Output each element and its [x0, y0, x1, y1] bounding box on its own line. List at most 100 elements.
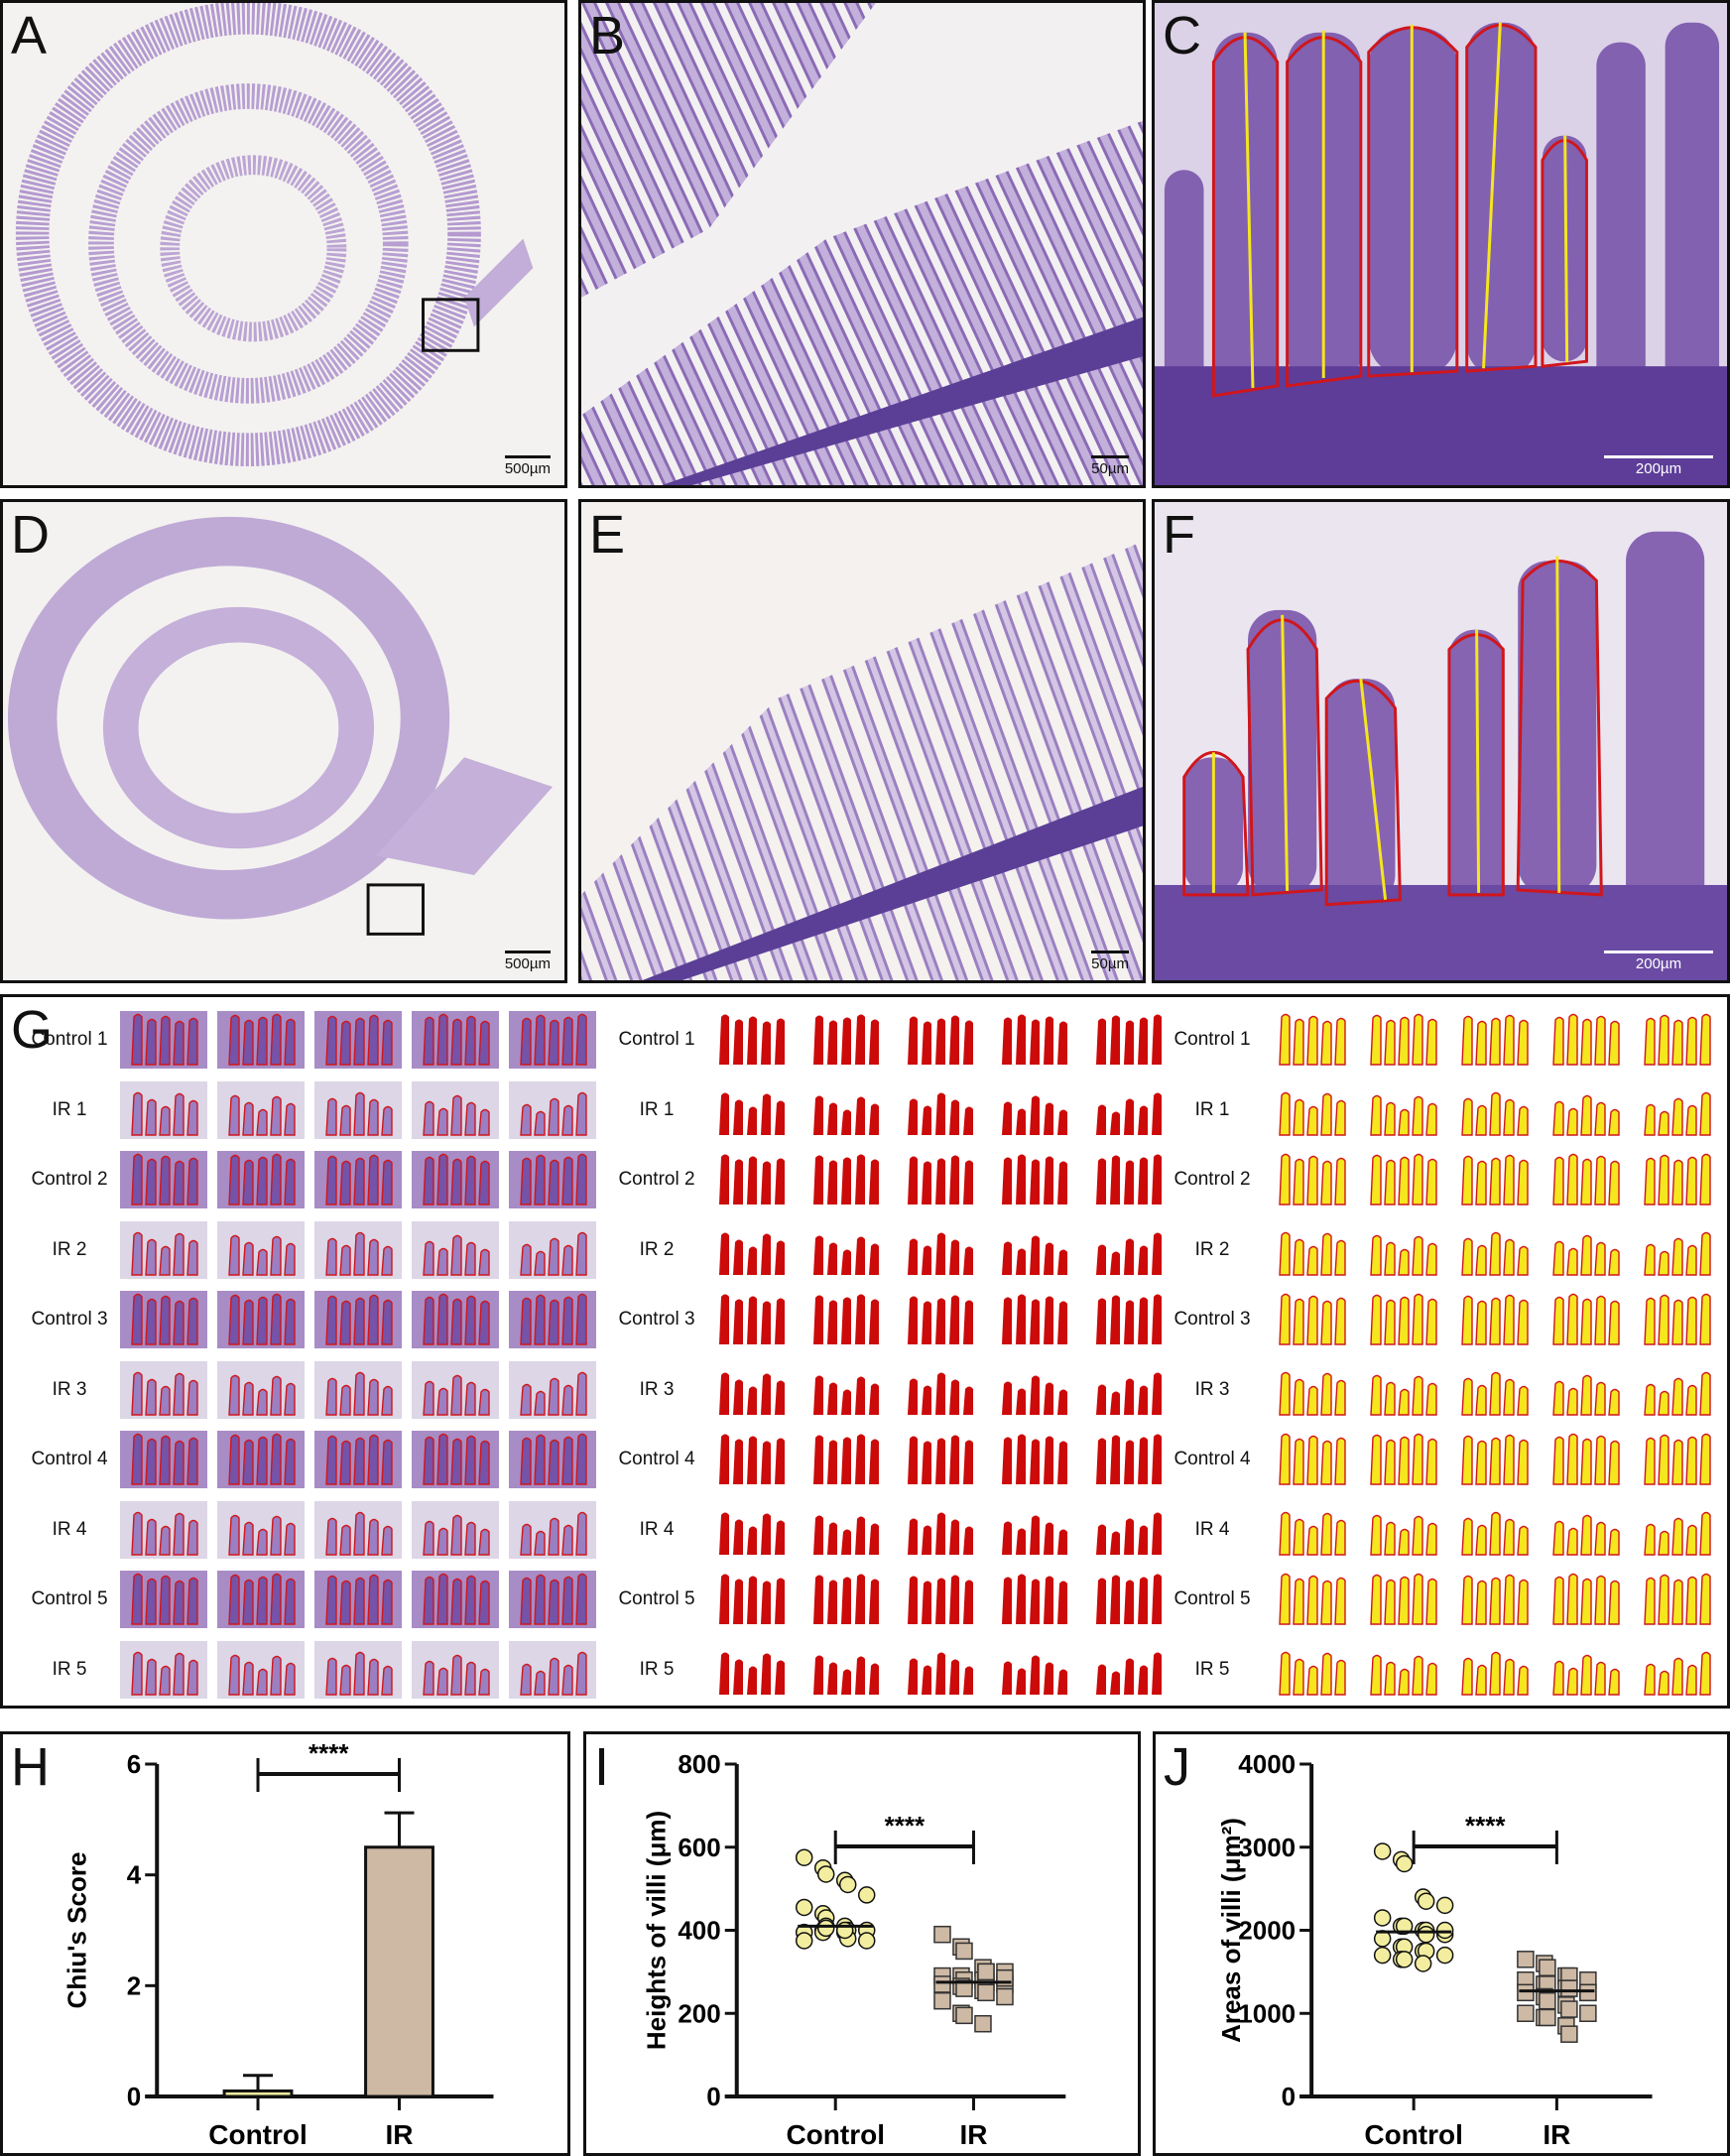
outline-thumbnail — [1461, 1154, 1529, 1205]
data-point-ir — [955, 1942, 973, 1961]
photo-thumbnail — [120, 1220, 207, 1279]
photo-thumbnail — [509, 1291, 596, 1348]
mask-thumbnail — [1096, 1512, 1162, 1555]
row-label-ir-5: IR 5 — [639, 1658, 675, 1680]
y-tick-label: 400 — [678, 1916, 720, 1946]
outline-thumbnail — [1644, 1153, 1711, 1205]
panel-letter: D — [11, 505, 50, 565]
outline-thumbnail — [1370, 1094, 1437, 1136]
outline-thumbnail — [1279, 1231, 1346, 1276]
scale-bar: 50µm — [1091, 951, 1129, 972]
row-label-control-5: Control 5 — [618, 1588, 695, 1609]
data-point-control — [795, 1898, 813, 1917]
outline-thumbnail — [1552, 1234, 1620, 1276]
mask-thumbnail — [813, 1574, 879, 1624]
outline-thumbnail — [1552, 1094, 1620, 1136]
outline-thumbnail — [1279, 1091, 1346, 1136]
outline-thumbnail — [1279, 1433, 1346, 1485]
mask-thumbnail — [719, 1014, 785, 1065]
mask-thumbnail — [1096, 1092, 1162, 1135]
row-label-ir-4: IR 4 — [52, 1518, 87, 1540]
photo-thumbnail — [412, 1151, 499, 1208]
villi-measurement-image — [1155, 3, 1727, 485]
row-label-ir-5: IR 5 — [1194, 1658, 1230, 1680]
mask-thumbnail — [1096, 1434, 1162, 1484]
data-point-control — [838, 1875, 857, 1894]
row-label-control-1: Control 1 — [1174, 1029, 1251, 1050]
outline-thumbnail — [1370, 1573, 1437, 1625]
row-label-control-4: Control 4 — [1174, 1449, 1251, 1469]
mask-thumbnail — [1002, 1574, 1067, 1624]
mask-thumbnail — [719, 1294, 785, 1344]
scale-bar: 500µm — [504, 455, 551, 477]
y-tick-label: 600 — [678, 1833, 720, 1862]
data-point-control — [795, 1932, 813, 1950]
data-point-ir — [1517, 1983, 1535, 2002]
photo-thumbnail — [120, 1011, 207, 1069]
y-tick-label: 0 — [1282, 2082, 1296, 2111]
data-point-ir — [1539, 2008, 1556, 2027]
data-point-control — [1373, 1909, 1392, 1927]
panel-letter: C — [1163, 6, 1201, 65]
y-tick-label: 6 — [127, 1749, 141, 1779]
intestine-roll-image — [7, 516, 554, 936]
outline-thumbnail — [1279, 1293, 1346, 1345]
row-label-control-2: Control 2 — [31, 1169, 108, 1190]
y-tick-label: 2000 — [1238, 1916, 1296, 1946]
data-point-ir — [955, 2006, 973, 2025]
photo-thumbnail — [217, 1291, 305, 1348]
x-tick-label: IR — [959, 2119, 987, 2150]
data-point-control — [1373, 1946, 1392, 1965]
significance-label: **** — [885, 1811, 926, 1840]
photo-thumbnail — [412, 1080, 499, 1139]
outline-thumbnail — [1644, 1511, 1711, 1556]
outline-thumbnail — [1461, 1231, 1529, 1276]
data-point-control — [1395, 1951, 1414, 1968]
bar-ir — [364, 1845, 434, 2098]
data-point-ir — [1560, 2025, 1578, 2043]
row-label-control-1: Control 1 — [31, 1029, 108, 1050]
outline-thumbnail — [1370, 1374, 1437, 1416]
scale-bar: 200µm — [1604, 455, 1713, 477]
villi-micrograph — [581, 3, 1143, 485]
mask-thumbnail — [1002, 1375, 1067, 1415]
panel-b-control-zoom: B 50µm — [578, 0, 1146, 488]
outline-thumbnail — [1552, 1573, 1620, 1625]
mask-thumbnail — [719, 1372, 785, 1415]
mask-thumbnail — [908, 1512, 973, 1555]
photo-thumbnail — [314, 1360, 402, 1419]
row-label-control-4: Control 4 — [31, 1449, 108, 1469]
data-point-ir — [933, 1975, 951, 1993]
photo-thumbnail — [120, 1151, 207, 1208]
data-point-control — [1395, 1917, 1414, 1936]
data-point-control — [1395, 1854, 1414, 1873]
mask-thumbnail — [813, 1294, 879, 1344]
data-point-ir — [1560, 1979, 1578, 1997]
data-point-ir — [977, 1983, 995, 2002]
panel-letter: B — [589, 6, 626, 65]
mask-thumbnail — [813, 1235, 879, 1275]
row-label-ir-2: IR 2 — [639, 1238, 675, 1260]
mask-thumbnail — [1002, 1434, 1067, 1484]
x-tick-label: Control — [208, 2119, 308, 2150]
outline-thumbnail — [1644, 1293, 1711, 1345]
row-label-control-3: Control 3 — [31, 1309, 108, 1330]
data-point-control — [1435, 1921, 1454, 1940]
y-tick-label: 1000 — [1238, 1998, 1296, 2028]
panel-e-ir-zoom: E 50µm — [578, 499, 1146, 983]
photo-thumbnail — [509, 1431, 596, 1488]
y-tick-label: 4 — [127, 1860, 142, 1890]
x-tick-label: Control — [786, 2119, 885, 2150]
photo-thumbnail — [120, 1640, 207, 1699]
data-point-control — [1417, 1892, 1435, 1910]
y-axis-label: Heights of villi (μm) — [642, 1811, 672, 2050]
row-label-control-2: Control 2 — [618, 1169, 695, 1190]
outline-thumbnail — [1461, 1511, 1529, 1556]
mask-thumbnail — [908, 1575, 973, 1624]
outline-thumbnail — [1644, 1013, 1711, 1066]
outline-thumbnail — [1644, 1433, 1711, 1485]
photo-thumbnail — [412, 1011, 499, 1069]
row-label-control-2: Control 2 — [1174, 1169, 1251, 1190]
